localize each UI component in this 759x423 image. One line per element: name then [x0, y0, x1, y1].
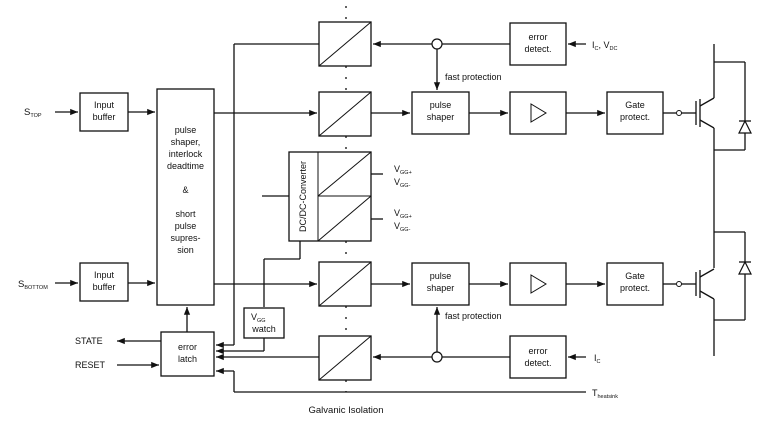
svg-text:interlock: interlock	[169, 149, 203, 159]
isolation-box-bottom-feedback	[318, 335, 372, 381]
svg-text:pulse: pulse	[430, 100, 452, 110]
error-latch-block: error latch	[160, 331, 215, 377]
svg-text:shaper,: shaper,	[171, 137, 201, 147]
vgg-minus-label-top: VGG-	[394, 177, 411, 189]
amplifier-bottom-icon	[509, 262, 567, 306]
error-detect-top: error detect.	[509, 22, 567, 66]
fast-protection-bottom-label: fast protection	[445, 311, 502, 321]
error-detect-bottom: error detect.	[509, 335, 567, 379]
svg-text:error: error	[178, 342, 197, 352]
svg-text:protect.: protect.	[620, 112, 650, 122]
isolation-box-top-signal	[318, 91, 372, 137]
svg-text:latch: latch	[178, 354, 197, 364]
isolation-box-bottom-signal	[318, 261, 372, 307]
amplifier-top-icon	[509, 91, 567, 135]
svg-text:shaper: shaper	[427, 283, 455, 293]
svg-text:error: error	[528, 32, 547, 42]
dcdc-converter-label: DC/DC-Converter	[298, 161, 308, 232]
junction-top	[431, 38, 443, 50]
svg-text:Gate: Gate	[625, 271, 645, 281]
svg-text:short: short	[175, 209, 196, 219]
svg-text:protect.: protect.	[620, 283, 650, 293]
junction-bottom	[431, 351, 443, 363]
svg-text:pulse: pulse	[175, 221, 197, 231]
reset-label: RESET	[75, 360, 106, 370]
svg-text:VGG: VGG	[251, 312, 266, 324]
galvanic-isolation-label: Galvanic Isolation	[309, 405, 384, 416]
pulse-shaper-top: pulse shaper	[411, 91, 470, 135]
dcdc-converter-block: DC/DC-Converter	[288, 151, 372, 242]
svg-text:sion: sion	[177, 245, 194, 255]
svg-text:supres-: supres-	[170, 233, 200, 243]
gate-protect-bottom: Gate protect.	[606, 262, 664, 306]
svg-text:shaper: shaper	[427, 112, 455, 122]
igbt-top-icon	[695, 44, 752, 160]
s-top-label: STOP	[24, 107, 42, 119]
svg-text:buffer: buffer	[93, 112, 116, 122]
t-heatsink-label: Theatsink	[592, 388, 618, 400]
vgg-minus-label-bottom: VGG-	[394, 221, 411, 233]
state-label: STATE	[75, 336, 103, 346]
svg-text:buffer: buffer	[93, 282, 116, 292]
svg-text:pulse: pulse	[175, 125, 197, 135]
ic-vdc-label: IC, VDC	[592, 40, 617, 52]
svg-text:detect.: detect.	[524, 44, 551, 54]
vgg-watch-block: VGG watch	[243, 307, 285, 339]
svg-text:Input: Input	[94, 270, 115, 280]
svg-text:Input: Input	[94, 100, 115, 110]
ic-label: IC	[594, 353, 601, 365]
gate-protect-top: Gate protect.	[606, 91, 664, 135]
svg-text:Gate: Gate	[625, 100, 645, 110]
svg-text:&: &	[182, 185, 188, 195]
svg-text:watch: watch	[251, 324, 276, 334]
fast-protection-top-label: fast protection	[445, 72, 502, 82]
svg-text:pulse: pulse	[430, 271, 452, 281]
pulse-shaper-interlock-block: pulse shaper, interlock deadtime & short…	[156, 88, 215, 306]
vgg-plus-label-bottom: VGG+	[394, 208, 412, 220]
svg-text:detect.: detect.	[524, 358, 551, 368]
s-bottom-label: SBOTTOM	[18, 279, 48, 291]
input-buffer-bottom: Input buffer	[79, 262, 129, 302]
igbt-bottom-icon	[695, 231, 752, 356]
isolation-box-top-feedback	[318, 21, 372, 67]
svg-text:error: error	[528, 346, 547, 356]
pulse-shaper-bottom: pulse shaper	[411, 262, 470, 306]
vgg-plus-label-top: VGG+	[394, 164, 412, 176]
input-buffer-top: Input buffer	[79, 92, 129, 132]
svg-text:deadtime: deadtime	[167, 161, 204, 171]
